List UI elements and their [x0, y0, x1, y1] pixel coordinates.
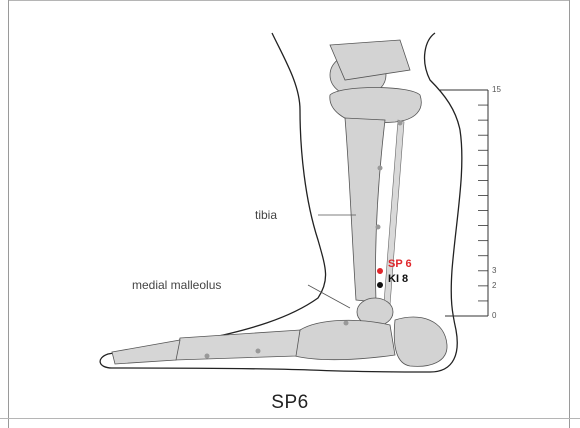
phalanges: [112, 340, 180, 364]
sp6-point-label: SP 6: [388, 258, 412, 270]
tarsal-bones: [295, 320, 395, 359]
ruler-ticks: [478, 105, 488, 301]
ruler-tick-label-0: 0: [492, 311, 496, 320]
ruler-tick-label-15: 15: [492, 85, 501, 94]
bone-mark: [256, 349, 261, 354]
bone-mark: [378, 166, 383, 171]
tibia-shaft: [345, 118, 385, 302]
ki8-point-label: KI 8: [388, 273, 408, 285]
ki8-point: [377, 282, 383, 288]
tibia-label: tibia: [255, 208, 277, 222]
calcaneus: [394, 317, 447, 366]
metatarsals: [175, 330, 300, 360]
ruler-tick-label-3: 3: [492, 266, 496, 275]
sp6-point: [377, 268, 383, 274]
bone-mark: [344, 321, 349, 326]
malleolus-leader: [308, 285, 350, 308]
bone-mark: [376, 225, 381, 230]
diagram-caption: SP6: [0, 392, 580, 414]
bone-mark: [205, 354, 210, 359]
tibia-head: [330, 88, 421, 125]
femur-end: [330, 40, 410, 80]
medial-malleolus-label: medial malleolus: [132, 278, 221, 292]
ruler-tick-label-2: 2: [492, 281, 496, 290]
bone-mark: [398, 121, 403, 126]
